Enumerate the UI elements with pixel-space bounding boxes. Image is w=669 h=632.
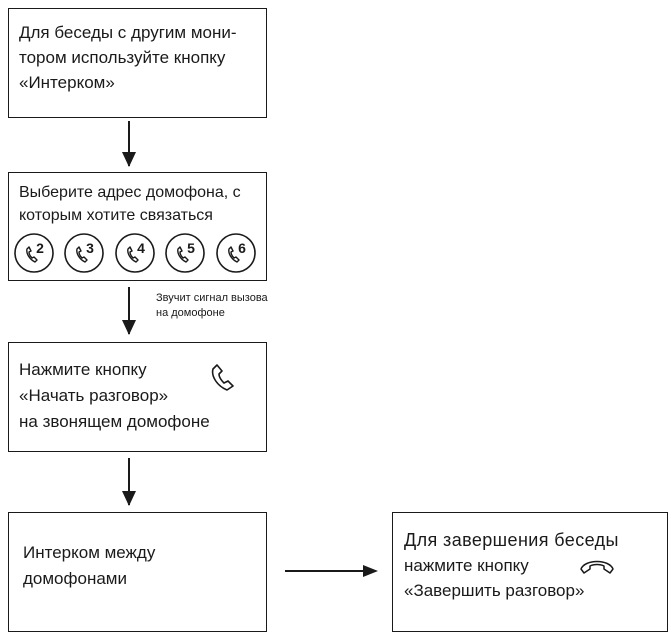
end-call-button[interactable] bbox=[577, 555, 617, 577]
handset-icon: 4 bbox=[115, 233, 155, 273]
handset-icon: 6 bbox=[216, 233, 256, 273]
step-3-line-1: Нажмите кнопку bbox=[19, 360, 147, 379]
step-1-box bbox=[8, 8, 267, 118]
arrow-step-3-to-4-head bbox=[122, 491, 136, 506]
step-4-line-2: домофонами bbox=[23, 569, 127, 588]
step-3-box bbox=[8, 342, 267, 452]
step-5-line-2: нажмите кнопку bbox=[404, 556, 529, 575]
step-4-box bbox=[8, 512, 267, 632]
step-1-line-2: тором используйте кнопку bbox=[19, 48, 226, 67]
svg-text:3: 3 bbox=[86, 240, 94, 256]
step-1-line-3: «Интерком» bbox=[19, 73, 115, 92]
step-2-line-1: Выберите адрес домофона, с bbox=[19, 184, 241, 201]
handset-icon: 3 bbox=[64, 233, 104, 273]
arrow-step-4-to-5-head bbox=[363, 565, 378, 577]
arrow-step-1-to-2-head bbox=[122, 152, 136, 167]
phone-handset-icon bbox=[211, 364, 234, 391]
address-button-2[interactable]: 2 bbox=[13, 232, 55, 274]
svg-text:2: 2 bbox=[36, 240, 44, 256]
flow-arrows bbox=[122, 121, 378, 577]
arrow-step-2-to-3-head bbox=[122, 320, 136, 335]
step-3-line-3: на звонящем домофоне bbox=[19, 412, 210, 431]
hang-up-icon bbox=[580, 560, 614, 574]
start-call-button[interactable] bbox=[207, 362, 241, 396]
step-2-line-2: которым хотите связаться bbox=[19, 207, 213, 224]
step-5-line-1: Для завершения беседы bbox=[404, 530, 619, 550]
handset-icon: 2 bbox=[14, 233, 54, 273]
svg-text:4: 4 bbox=[137, 240, 145, 256]
address-button-6[interactable]: 6 bbox=[215, 232, 257, 274]
svg-text:6: 6 bbox=[238, 240, 246, 256]
address-button-5[interactable]: 5 bbox=[164, 232, 206, 274]
ring-note-line-2: на домофоне bbox=[156, 307, 225, 319]
ring-note-line-1: Звучит сигнал вызова bbox=[156, 292, 268, 304]
step-5-line-3: «Завершить разговор» bbox=[404, 581, 585, 600]
step-3-line-2: «Начать разговор» bbox=[19, 386, 169, 405]
address-button-4[interactable]: 4 bbox=[114, 232, 156, 274]
step-1-line-1: Для беседы с другим мони- bbox=[19, 23, 237, 42]
svg-text:5: 5 bbox=[187, 240, 195, 256]
step-5-box bbox=[392, 512, 668, 632]
handset-icon: 5 bbox=[165, 233, 205, 273]
step-4-line-1: Интерком между bbox=[23, 543, 156, 562]
address-button-3[interactable]: 3 bbox=[63, 232, 105, 274]
